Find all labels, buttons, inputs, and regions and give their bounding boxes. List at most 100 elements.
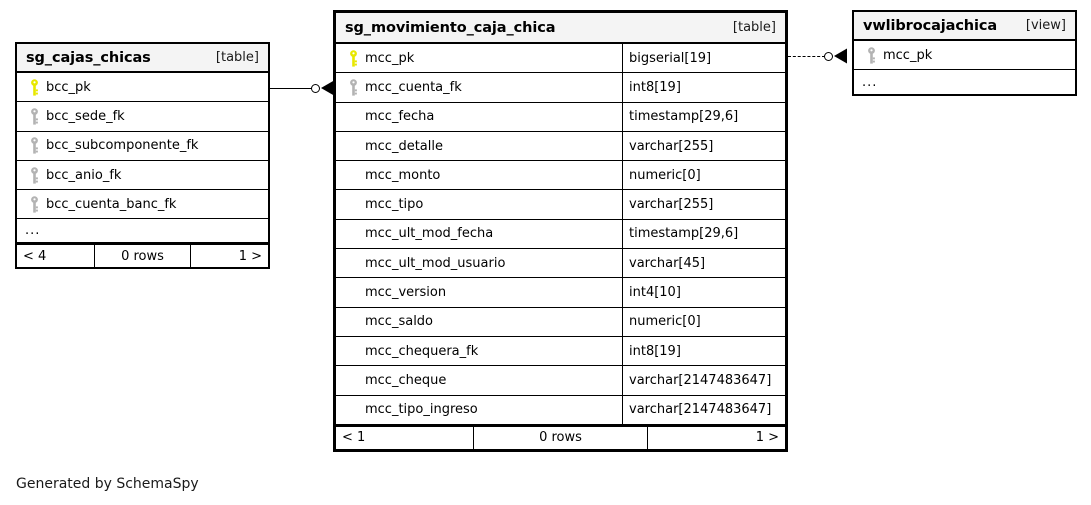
column-label: mcc_pk: [365, 50, 415, 66]
table-row[interactable]: mcc_ult_mod_usuario varchar[45]: [336, 249, 785, 279]
column-name-cell: mcc_tipo: [336, 190, 622, 218]
more-columns-indicator: ...: [17, 219, 268, 244]
table-title: vwlibrocajachica: [863, 17, 998, 34]
generator-credit: Generated by SchemaSpy: [16, 476, 199, 492]
column-name-cell: mcc_chequera_fk: [336, 337, 622, 365]
column-label: mcc_cuenta_fk: [365, 79, 462, 95]
crows-foot-marker: [834, 48, 847, 64]
column-type: timestamp[29,6]: [622, 219, 785, 249]
table-sg_cajas_chicas[interactable]: sg_cajas_chicas [table] bcc_pk: [15, 42, 270, 270]
table-row[interactable]: mcc_detalle varchar[255]: [336, 131, 785, 162]
foreign-key-icon: [344, 79, 363, 96]
table-row[interactable]: mcc_saldo numeric[0]: [336, 307, 785, 337]
column-name-cell: mcc_cheque: [336, 366, 622, 394]
primary-key-icon: [344, 49, 363, 67]
column-name-cell: mcc_cuenta_fk: [336, 73, 622, 101]
table-row[interactable]: mcc_pk: [854, 41, 1075, 71]
column-label: mcc_ult_mod_usuario: [365, 255, 506, 271]
table-row[interactable]: mcc_monto numeric[0]: [336, 161, 785, 191]
column-name-cell: bcc_subcomponente_fk: [17, 132, 268, 160]
table-row[interactable]: bcc_pk: [17, 73, 268, 103]
table-row[interactable]: mcc_pk bigserial[19]: [336, 44, 785, 74]
column-label: bcc_pk: [46, 79, 91, 95]
table-row[interactable]: mcc_fecha timestamp[29,6]: [336, 102, 785, 132]
column-label: mcc_pk: [883, 47, 933, 63]
column-label: mcc_fecha: [365, 109, 435, 125]
column-type: varchar[45]: [622, 249, 785, 278]
column-label: mcc_detalle: [365, 138, 443, 154]
column-type: varchar[2147483647]: [622, 366, 785, 395]
foreign-key-icon: [25, 108, 44, 125]
table-row[interactable]: bcc_anio_fk: [17, 161, 268, 191]
column-name-cell: bcc_sede_fk: [17, 102, 268, 130]
foreign-key-icon: [25, 196, 44, 213]
column-type: numeric[0]: [622, 161, 785, 190]
relationship-line: [788, 56, 825, 57]
pager-row-count: 0 rows: [472, 426, 649, 449]
column-name-cell: mcc_pk: [854, 41, 1075, 69]
table-header: sg_cajas_chicas [table]: [17, 44, 268, 73]
pager-row-count: 0 rows: [93, 245, 192, 268]
table-kind-badge: [view]: [1025, 18, 1066, 33]
zero-or-one-marker: [311, 83, 320, 93]
table-title: sg_movimiento_caja_chica: [345, 19, 556, 36]
table-row[interactable]: mcc_cheque varchar[2147483647]: [336, 366, 785, 396]
table-kind-badge: [table]: [732, 20, 776, 35]
table-vwlibrocajachica[interactable]: vwlibrocajachica [view] mcc_pk ...: [852, 10, 1077, 97]
table-row[interactable]: mcc_tipo_ingreso varchar[2147483647]: [336, 395, 785, 425]
column-type: int8[19]: [622, 336, 785, 366]
table-sg_movimiento_caja_chica[interactable]: sg_movimiento_caja_chica [table] mcc_pk …: [333, 10, 788, 452]
table-title: sg_cajas_chicas: [26, 49, 151, 66]
column-label: bcc_subcomponente_fk: [46, 138, 199, 154]
column-label: mcc_tipo: [365, 197, 424, 213]
column-label: bcc_anio_fk: [46, 167, 122, 183]
pager-prev[interactable]: < 4: [23, 248, 47, 264]
table-header: sg_movimiento_caja_chica [table]: [336, 13, 785, 44]
pager-next[interactable]: 1 >: [755, 430, 779, 446]
column-label: mcc_cheque: [365, 372, 447, 388]
table-row[interactable]: mcc_chequera_fk int8[19]: [336, 336, 785, 367]
column-name-cell: mcc_fecha: [336, 103, 622, 131]
column-label: mcc_monto: [365, 167, 441, 183]
column-name-cell: mcc_ult_mod_fecha: [336, 220, 622, 248]
column-label: bcc_sede_fk: [46, 108, 125, 124]
column-type: varchar[2147483647]: [622, 395, 785, 424]
column-type: int8[19]: [622, 73, 785, 102]
table-row[interactable]: bcc_sede_fk: [17, 102, 268, 132]
column-type: bigserial[19]: [622, 44, 785, 73]
column-label: mcc_version: [365, 285, 447, 301]
column-type: int4[10]: [622, 278, 785, 307]
primary-key-icon: [25, 78, 44, 96]
column-name-cell: mcc_saldo: [336, 308, 622, 336]
crows-foot-marker: [321, 80, 334, 96]
pager-prev[interactable]: < 1: [342, 430, 366, 446]
column-type: varchar[255]: [622, 190, 785, 219]
column-name-cell: mcc_version: [336, 278, 622, 306]
more-columns-indicator: ...: [862, 74, 878, 90]
column-type: timestamp[29,6]: [622, 102, 785, 131]
column-name-cell: mcc_pk: [336, 44, 622, 72]
column-name-cell: bcc_pk: [17, 73, 268, 101]
table-row[interactable]: bcc_cuenta_banc_fk: [17, 190, 268, 220]
table-row[interactable]: mcc_ult_mod_fecha timestamp[29,6]: [336, 219, 785, 250]
table-row[interactable]: mcc_cuenta_fk int8[19]: [336, 73, 785, 103]
column-label: mcc_chequera_fk: [365, 343, 479, 359]
relationship-line: [270, 88, 312, 89]
table-pager: < 4 0 rows 1 >: [17, 243, 268, 268]
column-name-cell: mcc_tipo_ingreso: [336, 396, 622, 424]
column-name-cell: mcc_ult_mod_usuario: [336, 249, 622, 277]
pager-next[interactable]: 1 >: [238, 248, 262, 264]
column-type: varchar[255]: [622, 131, 785, 161]
table-kind-badge: [table]: [215, 50, 259, 65]
foreign-key-icon: [862, 46, 881, 64]
column-name-cell: mcc_detalle: [336, 132, 622, 160]
column-label: mcc_ult_mod_fecha: [365, 226, 494, 242]
table-row[interactable]: bcc_subcomponente_fk: [17, 132, 268, 161]
zero-or-one-marker: [824, 51, 833, 61]
table-row[interactable]: mcc_tipo varchar[255]: [336, 190, 785, 220]
foreign-key-icon: [25, 137, 44, 154]
table-row[interactable]: mcc_version int4[10]: [336, 278, 785, 308]
column-label: mcc_tipo_ingreso: [365, 402, 478, 418]
table-pager: < 1 0 rows 1 >: [336, 424, 785, 449]
column-name-cell: bcc_cuenta_banc_fk: [17, 190, 268, 218]
